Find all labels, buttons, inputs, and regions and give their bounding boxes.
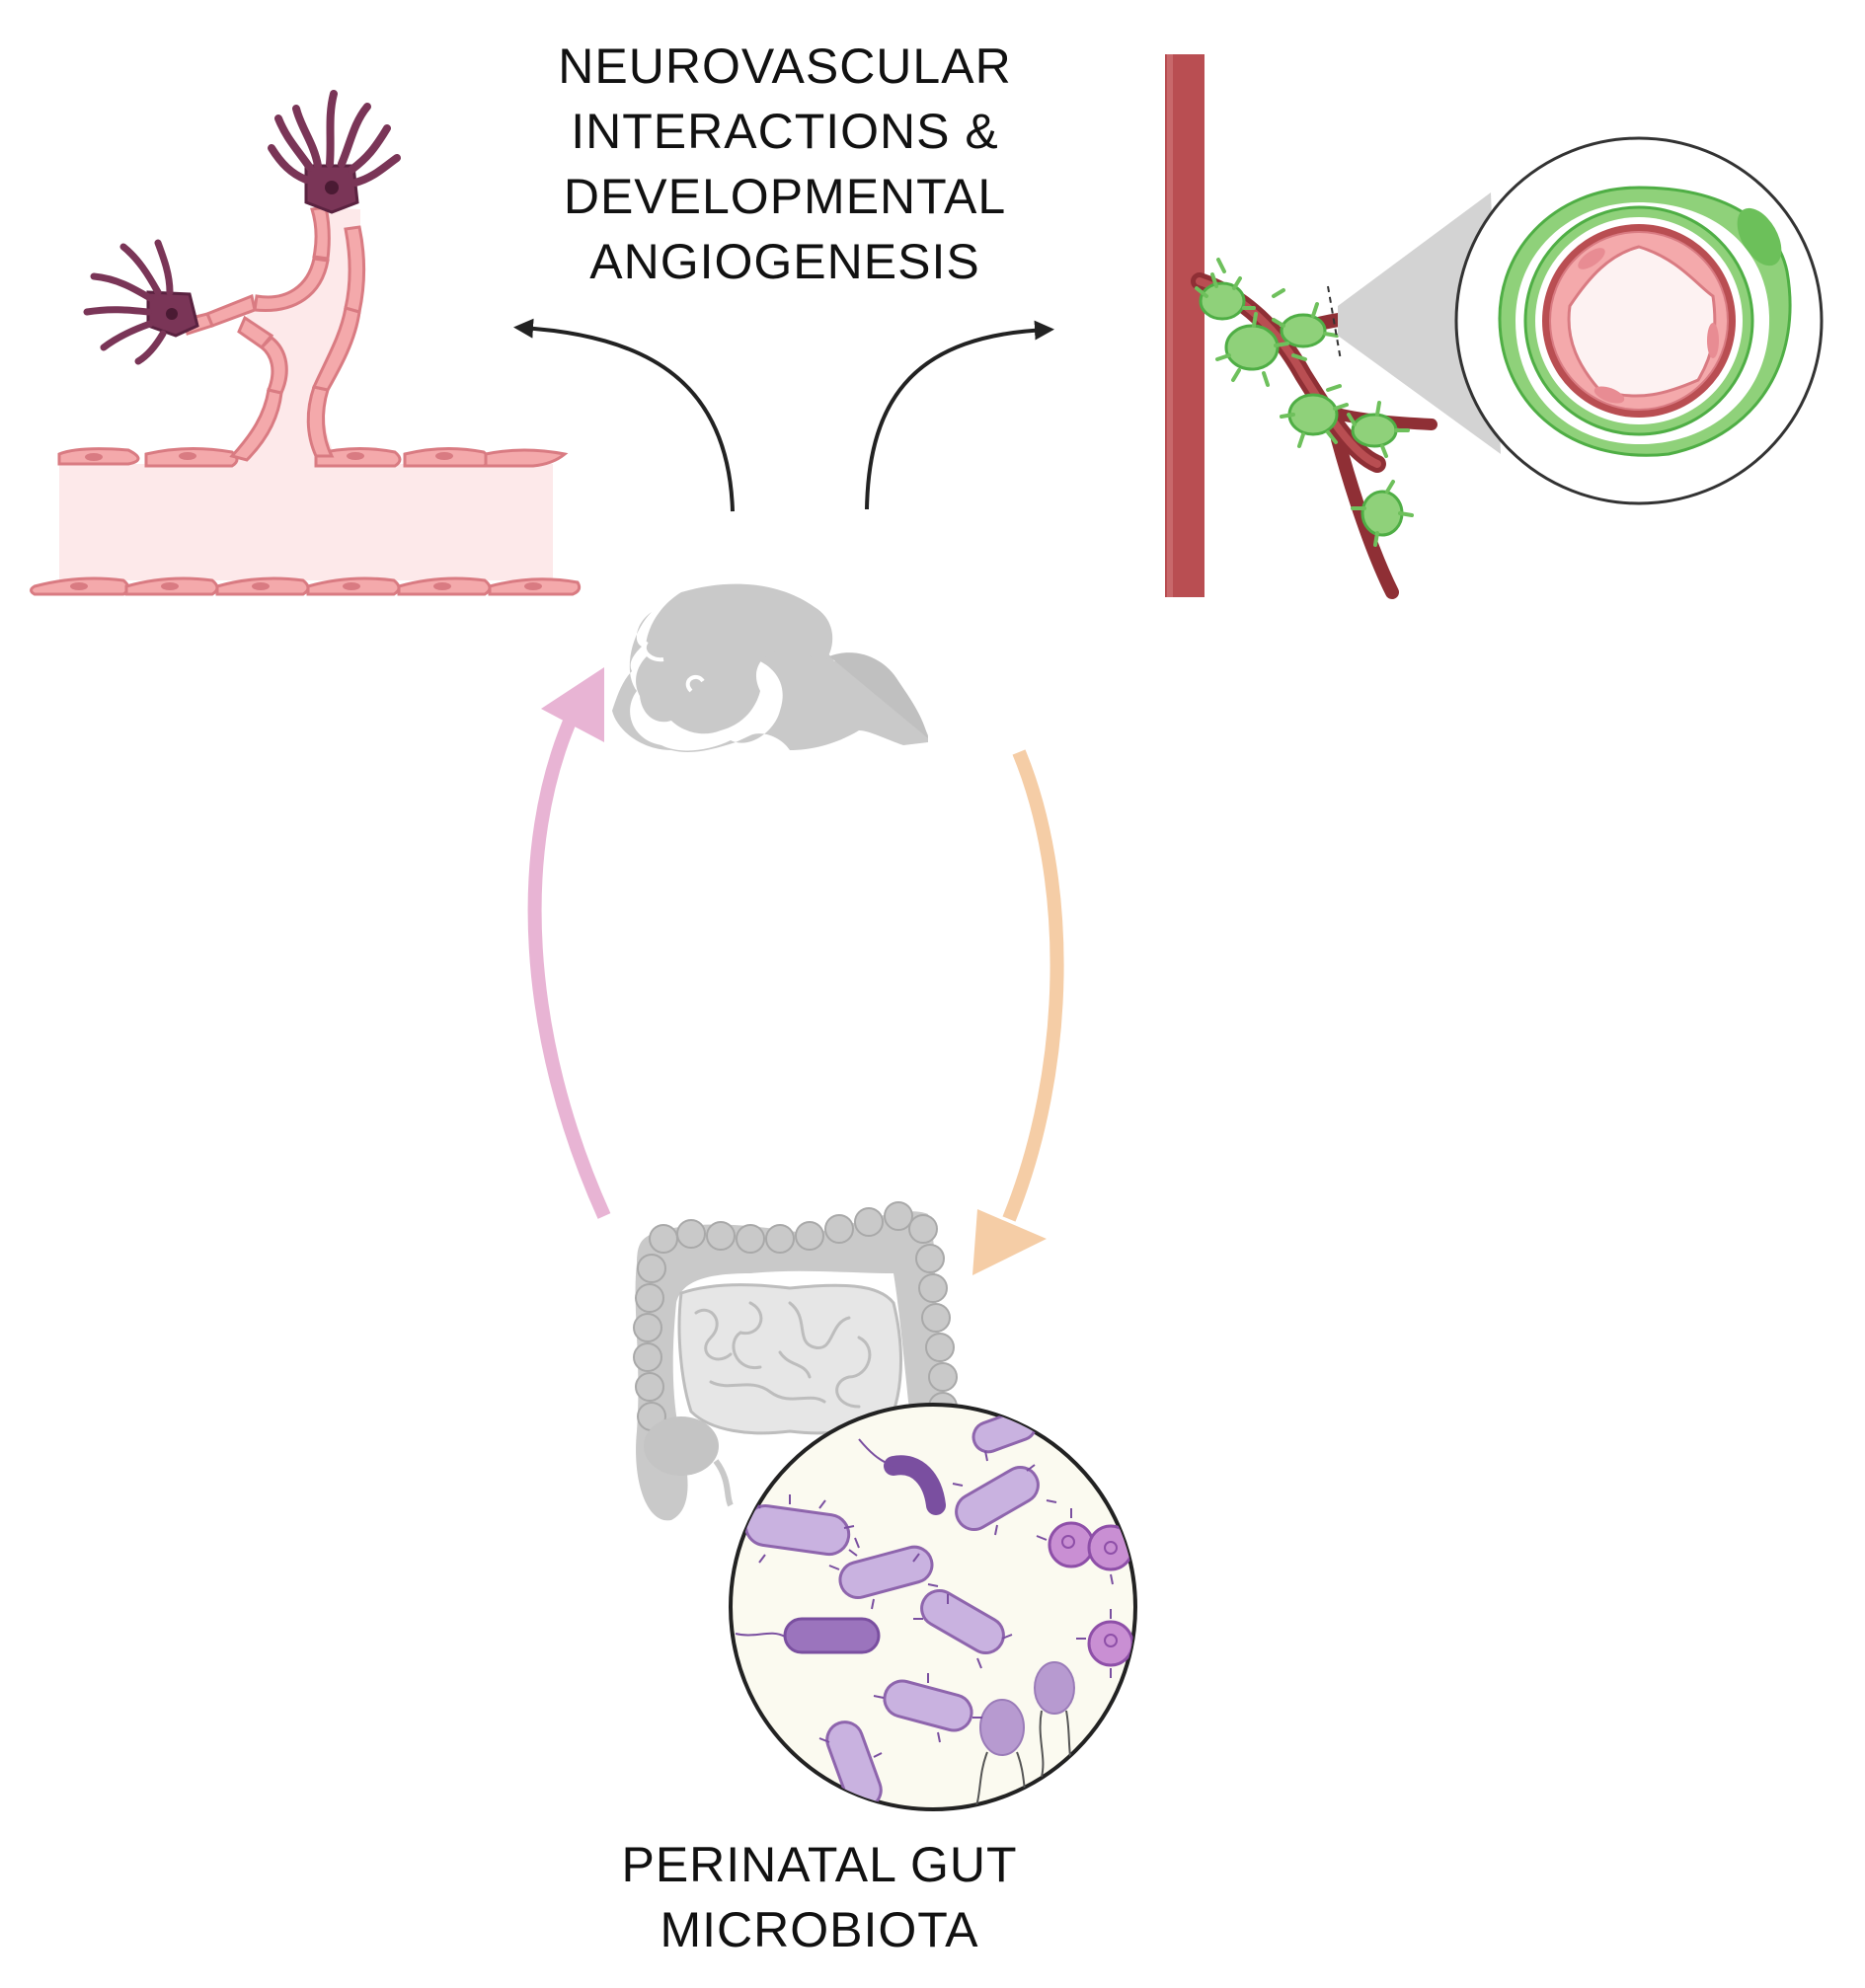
intestine-icon [633,1201,958,1521]
bacteria-cocci [1048,1521,1134,1667]
top-label-line-1: NEUROVASCULAR [558,38,1012,94]
arrow-to-angiogenesis [513,318,735,512]
black-arrows [513,318,1054,512]
bottom-label-line-1: PERINATAL GUT [621,1837,1018,1892]
top-label-line-4: ANGIOGENESIS [589,234,980,289]
arrow-brain-to-gut-head [972,1209,1047,1275]
bottom-label: PERINATAL GUT MICROBIOTA [513,1832,1126,1962]
angiogenesis-sprouting-illustration [30,90,582,596]
zoom-cone [1338,192,1501,454]
cycle-arrows [527,667,1064,1275]
top-label-line-2: INTERACTIONS & [571,104,999,159]
tip-cell-upper [268,90,401,214]
tip-cell-left [83,239,199,365]
sprout-lumen [232,207,362,464]
glial-processes [1195,258,1414,547]
vessel-cross-section [1454,136,1824,505]
top-label-line-3: DEVELOPMENTAL [563,169,1007,224]
glial-cells [1199,281,1404,537]
brain-icon [612,583,928,753]
bottom-label-line-2: MICROBIOTA [660,1902,979,1957]
sprout-endothelial-cells [182,205,365,462]
cross-section-marker [1327,285,1342,361]
arrow-gut-to-brain [527,712,611,1219]
bacteria-flagellated [979,1661,1075,1756]
endothelial-row-bottom [30,576,582,596]
arrow-gut-to-brain-head [541,667,604,742]
parent-vessel-lumen [59,464,553,580]
arrow-to-neurovascular [865,320,1054,510]
bacterium-curved [884,1455,946,1515]
endothelial-row-top [57,446,569,468]
bacterium-dark-rod [783,1617,881,1654]
neurovascular-illustration [1165,54,1824,599]
top-label: NEUROVASCULAR INTERACTIONS & DEVELOPMENT… [474,34,1096,294]
microbiota-zoom [729,1403,1137,1811]
arrow-brain-to-gut [1002,749,1064,1222]
